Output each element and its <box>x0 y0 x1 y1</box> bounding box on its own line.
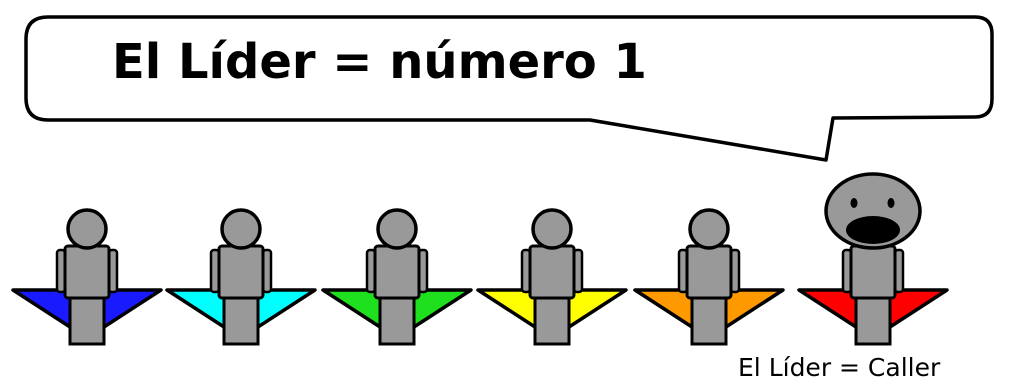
figure-orange <box>633 208 785 346</box>
figure-green <box>321 208 473 346</box>
legs <box>378 296 416 346</box>
legs <box>222 296 260 346</box>
head <box>66 208 108 250</box>
head <box>376 208 418 250</box>
head <box>688 208 730 250</box>
torso <box>217 244 265 300</box>
speech-bubble-text: El Líder = número 1 <box>112 34 647 90</box>
legs <box>690 296 728 346</box>
torso <box>849 244 897 300</box>
speech-bubble <box>24 15 994 162</box>
right-eye <box>887 198 895 208</box>
legs <box>533 296 571 346</box>
figure-cyan <box>165 208 317 346</box>
figure-blue <box>11 208 163 346</box>
legs <box>68 296 106 346</box>
left-eye <box>850 198 858 208</box>
leader-caption: El Líder = Caller <box>738 353 941 382</box>
shouting-mouth <box>846 216 900 244</box>
figure-red <box>797 172 949 346</box>
torso <box>63 244 111 300</box>
head <box>220 208 262 250</box>
legs <box>854 296 892 346</box>
torso <box>373 244 421 300</box>
torso <box>685 244 733 300</box>
torso <box>528 244 576 300</box>
figure-yellow <box>476 208 628 346</box>
head <box>531 208 573 250</box>
figures-row <box>11 172 949 346</box>
